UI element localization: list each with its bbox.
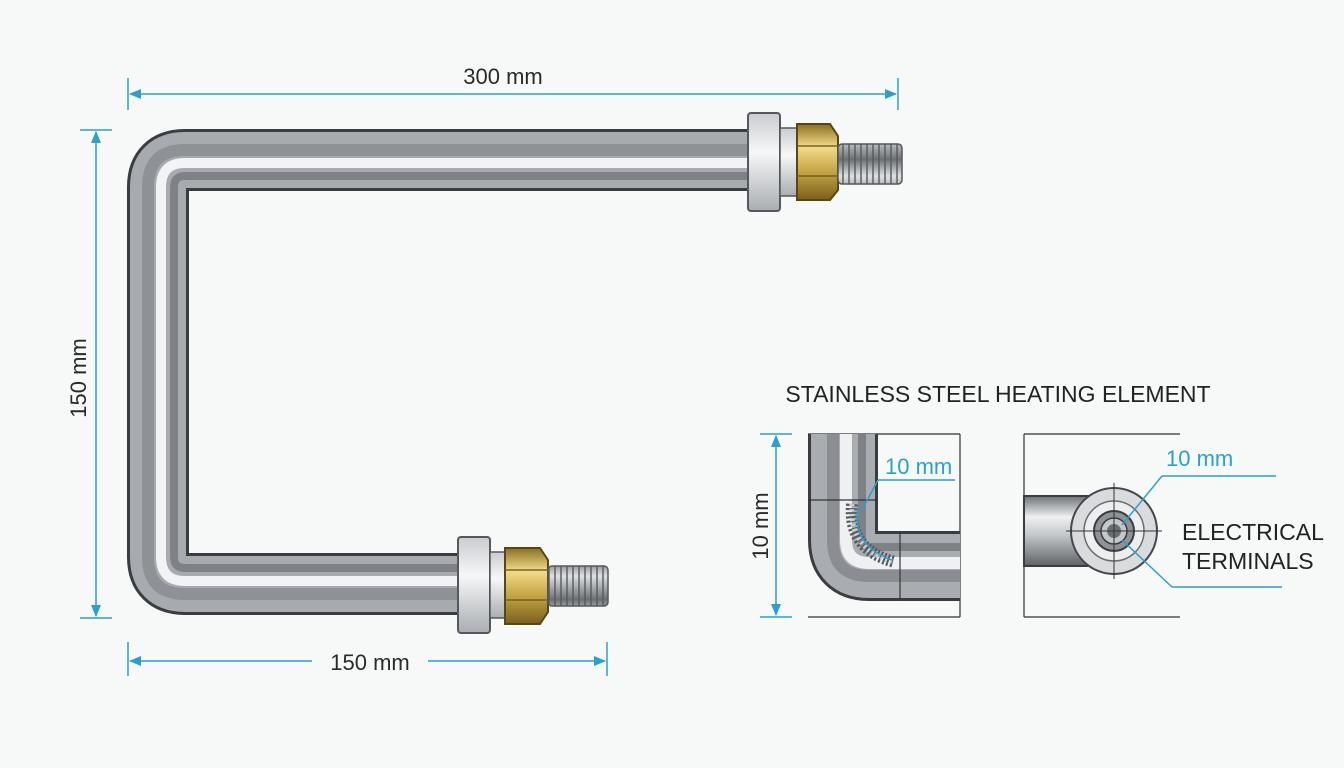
- terminal-label-line1: ELECTRICAL: [1182, 519, 1324, 545]
- dimension-bottom: 150 mm: [127, 642, 608, 676]
- dimension-left: 150 mm: [66, 129, 112, 619]
- bend-dim-leader-label: 10 mm: [885, 454, 952, 479]
- top-terminal-fitting: [747, 112, 903, 212]
- bend-detail-view: 10 mm 10 mm: [748, 433, 961, 618]
- dim-left-label: 150 mm: [66, 338, 91, 417]
- bottom-terminal-fitting: [457, 536, 609, 634]
- dimension-top: 300 mm: [127, 64, 899, 110]
- terminal-label-line2: TERMINALS: [1182, 548, 1314, 574]
- terminal-dim-leader-label: 10 mm: [1166, 446, 1233, 471]
- u-shaped-tube: [127, 129, 760, 615]
- dim-top-label: 300 mm: [463, 64, 542, 89]
- bend-dim-side-label: 10 mm: [748, 492, 773, 559]
- detail-title: STAINLESS STEEL HEATING ELEMENT: [785, 381, 1210, 407]
- terminal-detail-view: 10 mm ELECTRICAL TERMINALS: [1023, 433, 1324, 618]
- dim-bottom-label: 150 mm: [330, 650, 409, 675]
